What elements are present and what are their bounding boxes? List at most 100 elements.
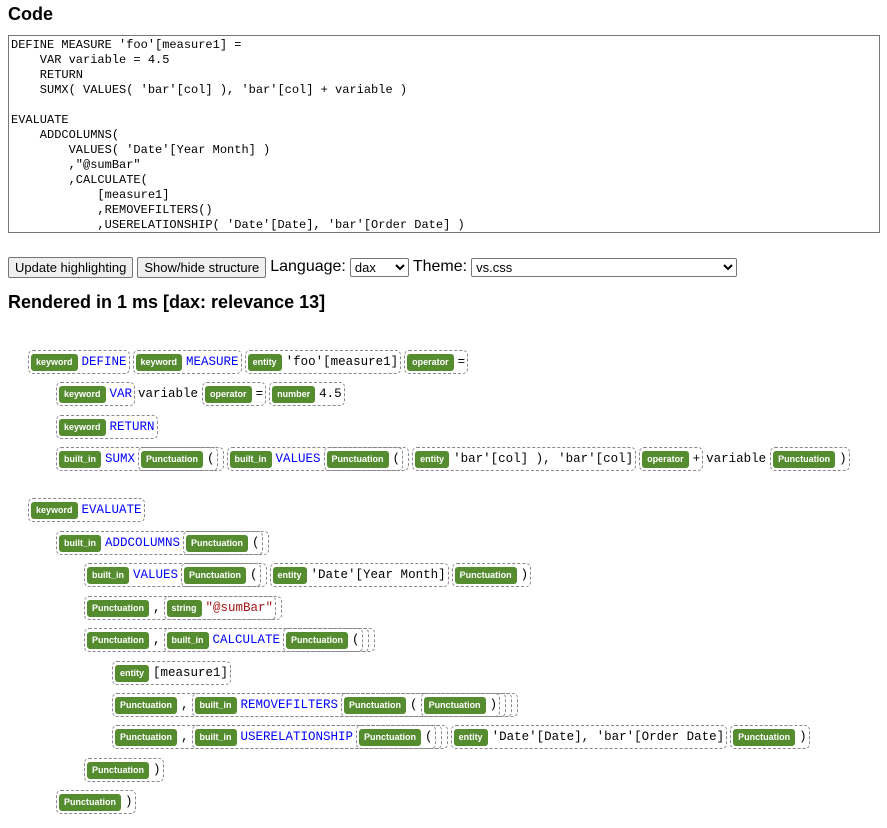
language-select[interactable]: dax [349, 257, 409, 277]
token-text: ) [153, 763, 161, 777]
token-text: [measure1] [153, 666, 229, 680]
token-text: SUMX [105, 452, 136, 466]
token-text: , [153, 633, 161, 647]
token-type-badge: Punctuation [184, 566, 247, 584]
token-text: VALUES [275, 452, 321, 466]
token-node: Punctuation( [183, 531, 263, 555]
token-node: Punctuation) [451, 563, 532, 587]
token-text: = [457, 355, 466, 369]
token-type-badge: operator [642, 450, 689, 468]
token-text: REMOVEFILTERS [240, 698, 339, 712]
show-hide-structure-button[interactable]: Show/hide structure [137, 256, 267, 278]
theme-select[interactable]: vs.css [471, 257, 738, 277]
token-type-badge: built_in [59, 450, 101, 468]
token-text: ( [250, 568, 258, 582]
token-type-badge: entity [272, 566, 307, 584]
token-text: ( [410, 698, 418, 712]
token-text: ( [252, 536, 260, 550]
token-text: "@sumBar" [205, 601, 274, 615]
token-text: = [255, 387, 264, 401]
token-text: DEFINE [81, 355, 127, 369]
token-type-badge: Punctuation [87, 599, 149, 617]
token-type-badge: Punctuation [141, 450, 204, 468]
token-type-badge: operator [407, 353, 454, 371]
token-text: CALCULATE [212, 633, 281, 647]
token-type-badge: built_in [229, 450, 272, 468]
token-type-badge: Punctuation [344, 696, 407, 714]
plain-text: variable [706, 452, 767, 466]
update-highlighting-button[interactable]: Update highlighting [8, 256, 134, 278]
token-type-badge: Punctuation [115, 696, 177, 714]
token-node: Punctuation( [356, 725, 436, 749]
token-node: Punctuation) [84, 758, 164, 782]
token-node: built_in SUMX Punctuation( [56, 447, 224, 471]
token-type-badge: Punctuation [773, 450, 836, 468]
token-node: Punctuation) [56, 790, 136, 814]
token-type-badge: built_in [59, 534, 101, 552]
token-text: 'foo'[measure1] [285, 355, 399, 369]
token-node: Punctuation,string"@sumBar" [84, 596, 283, 620]
token-type-badge: Punctuation [87, 631, 149, 649]
token-node: entity'foo'[measure1] [244, 350, 402, 374]
token-text: ( [207, 452, 215, 466]
token-type-badge: built_in [194, 728, 237, 746]
token-type-badge: Punctuation [59, 793, 121, 811]
token-type-badge: Punctuation [115, 728, 177, 746]
code-input[interactable] [8, 35, 880, 233]
token-type-badge: Punctuation [423, 696, 486, 714]
token-text: EVALUATE [81, 503, 142, 517]
token-node: entity[measure1] [112, 661, 232, 685]
token-text: RETURN [109, 420, 155, 434]
token-node: entity'bar'[col] ), 'bar'[col] [412, 447, 637, 471]
token-node: string"@sumBar" [163, 596, 277, 620]
token-node: Punctuation( [283, 628, 363, 652]
token-node: Punctuation) [420, 693, 501, 717]
token-text: ( [352, 633, 360, 647]
token-type-badge: keyword [135, 353, 183, 371]
token-text: ADDCOLUMNS [105, 536, 181, 550]
token-text: MEASURE [186, 355, 239, 369]
token-text: + [692, 452, 701, 466]
token-type-badge: built_in [166, 631, 209, 649]
token-text: ( [392, 452, 401, 466]
token-type-badge: Punctuation [186, 534, 249, 552]
token-node: operator= [202, 382, 267, 406]
token-node: Punctuation) [730, 725, 810, 749]
token-text: ) [489, 698, 498, 712]
token-node: operator= [404, 350, 469, 374]
token-node: operator+ [639, 447, 704, 471]
token-type-badge: Punctuation [359, 728, 422, 746]
token-text: ) [839, 452, 847, 466]
token-text: 4.5 [319, 387, 342, 401]
token-type-badge: string [166, 599, 202, 617]
token-type-badge: keyword [31, 353, 78, 371]
token-text: VALUES [133, 568, 179, 582]
token-type-badge: built_in [194, 696, 237, 714]
tree-row: entity[measure1] [112, 660, 234, 686]
token-type-badge: Punctuation [87, 761, 149, 779]
code-heading: Code [8, 4, 53, 24]
token-text: ) [799, 730, 807, 744]
token-node: Punctuation( [181, 563, 261, 587]
token-node: entity'Date'[Date], 'bar'[Order Date] [450, 725, 728, 749]
token-type-badge: keyword [59, 418, 106, 436]
token-text: , [153, 601, 161, 615]
token-type-badge: Punctuation [733, 728, 796, 746]
token-type-badge: Punctuation [326, 450, 389, 468]
